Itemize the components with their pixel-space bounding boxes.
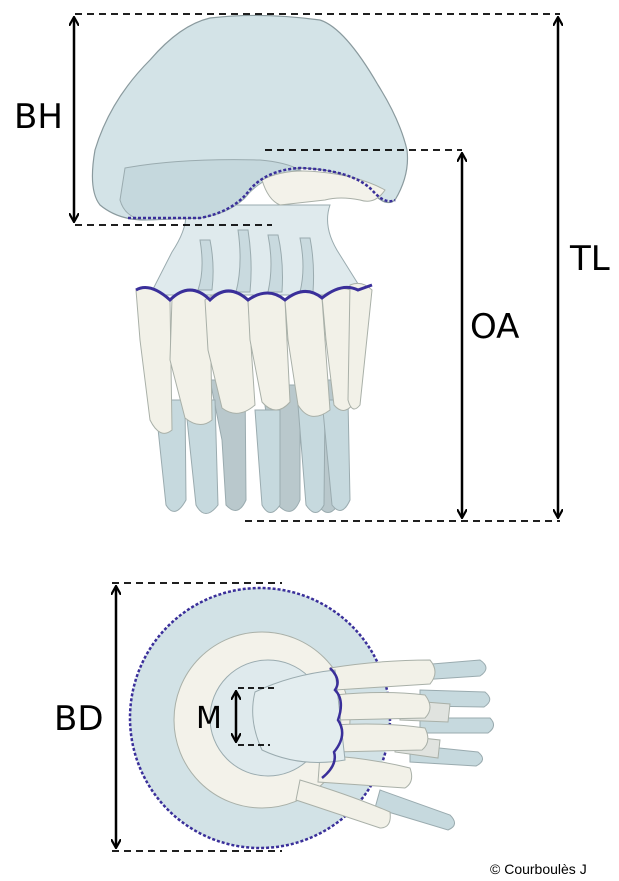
bd-label: BD: [54, 699, 104, 739]
side-view-jellyfish: [92, 15, 407, 513]
credit-text: © Courboulès J: [490, 861, 587, 877]
bh-label: BH: [14, 97, 63, 137]
top-view-jellyfish: [130, 588, 494, 848]
oa-label: OA: [470, 307, 519, 347]
tl-label: TL: [569, 239, 610, 279]
m-label: M: [196, 701, 222, 736]
